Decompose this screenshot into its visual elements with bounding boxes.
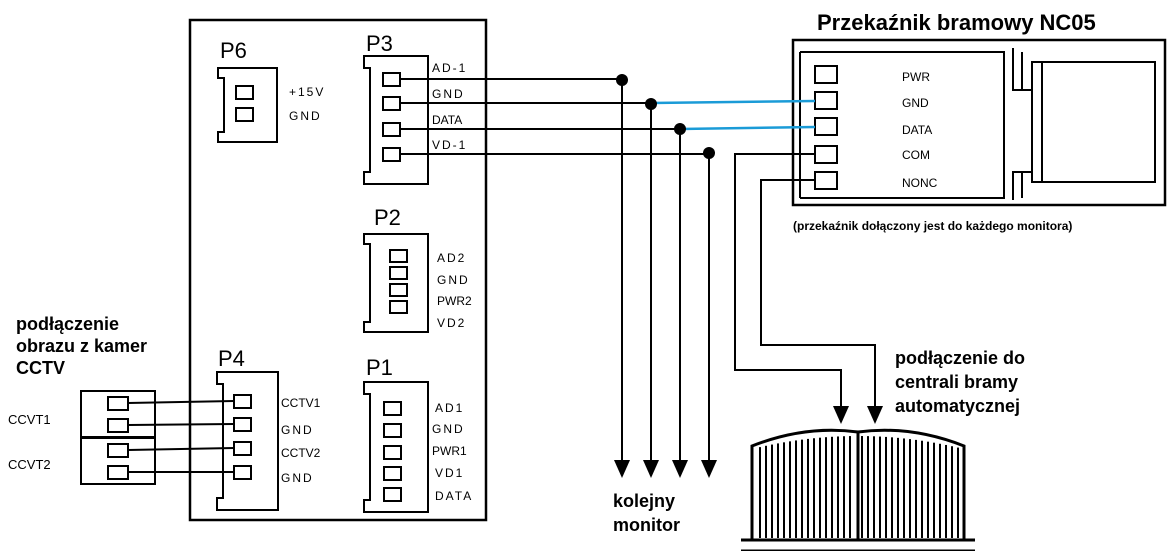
- p2-pin-label: PWR2: [437, 294, 472, 308]
- p2-title: P2: [374, 205, 401, 230]
- p3-pin-label: GND: [432, 87, 465, 101]
- p6-connector: [217, 67, 278, 143]
- relay-pin-label: DATA: [902, 123, 932, 137]
- p6-title: P6: [220, 38, 247, 63]
- relay-pin-label: PWR: [902, 70, 930, 84]
- cctv-caption: obrazu z kamer: [16, 336, 147, 356]
- p4-connector: [216, 371, 279, 511]
- bus-wires: [400, 78, 710, 462]
- relay-box: [791, 38, 1167, 207]
- p1-pin-label: GND: [432, 422, 465, 436]
- cctv-plug-label: CCVT2: [8, 457, 51, 472]
- p3-pin-label: AD-1: [432, 61, 467, 75]
- p1-connector: [363, 381, 429, 513]
- relay-pin-label: NONC: [902, 176, 938, 190]
- p4-pin-label: CCTV2: [281, 446, 321, 460]
- p1-pin-label: VD1: [435, 466, 464, 480]
- cctv-plug-label: CCVT1: [8, 412, 51, 427]
- down-arrows: [614, 460, 717, 478]
- next-monitor-label: kolejny: [613, 491, 675, 511]
- p1-pin-label: AD1: [435, 401, 464, 415]
- p1-pin-label: DATA: [435, 489, 473, 503]
- junction-dots: [616, 74, 715, 159]
- p4-title: P4: [218, 346, 245, 371]
- p4-pin-label: GND: [281, 423, 314, 437]
- relay-pin-label: GND: [902, 96, 929, 110]
- cctv-plug-2: [80, 437, 156, 485]
- p2-pin-label: AD2: [437, 251, 466, 265]
- gate-caption: automatycznej: [895, 396, 1020, 416]
- p2-pin-label: GND: [437, 273, 470, 287]
- cctv-caption: CCTV: [16, 358, 65, 378]
- next-monitor-label: monitor: [613, 515, 680, 535]
- cctv-caption: podłączenie: [16, 314, 119, 334]
- gate-caption: centrali bramy: [895, 372, 1018, 392]
- gate-wires: [734, 153, 876, 408]
- p3-title: P3: [366, 31, 393, 56]
- relay-title: Przekaźnik bramowy NC05: [817, 10, 1096, 35]
- cctv-plug-1: [80, 390, 156, 438]
- gate-arrows: [833, 406, 883, 424]
- p6-pin-label: +15V: [289, 85, 325, 99]
- p1-pin-label: PWR1: [432, 444, 467, 458]
- gate-icon: [741, 428, 975, 553]
- gate-caption: podłączenie do: [895, 348, 1025, 368]
- p2-connector: [363, 233, 429, 333]
- relay-pin-label: COM: [902, 148, 930, 162]
- p2-pin-label: VD2: [437, 316, 466, 330]
- p4-pin-label: CCTV1: [281, 396, 321, 410]
- cctv-wires: [127, 400, 235, 473]
- p4-pin-label: GND: [281, 471, 314, 485]
- p6-pin-label: GND: [289, 109, 322, 123]
- relay-link-wires: [650, 99, 816, 131]
- relay-note: (przekaźnik dołączony jest do każdego mo…: [793, 219, 1072, 233]
- p1-title: P1: [366, 355, 393, 380]
- p3-pin-label: VD-1: [432, 138, 467, 152]
- p3-connector: [363, 55, 429, 185]
- p3-pin-label: DATA: [432, 113, 462, 127]
